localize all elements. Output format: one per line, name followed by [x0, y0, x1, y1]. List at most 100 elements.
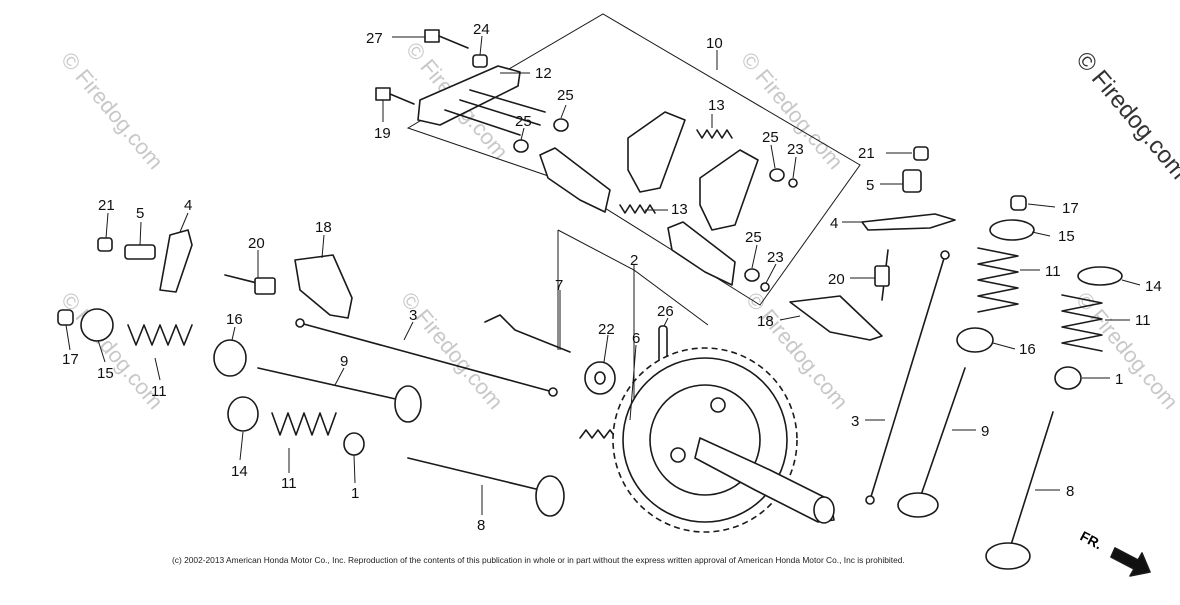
- callout-9: 9: [340, 353, 348, 370]
- callout-12: 12: [535, 65, 552, 82]
- valve-spring-11: [127, 324, 193, 346]
- callout-18: 18: [315, 219, 332, 236]
- callout-8: 8: [1066, 483, 1074, 500]
- callout-15: 15: [1058, 228, 1075, 245]
- retainer-14: [227, 396, 259, 432]
- callout-11: 11: [1135, 312, 1151, 329]
- nut-21: [97, 237, 113, 252]
- decompressor-spring-7: [484, 314, 571, 353]
- rocker-4: [159, 229, 193, 293]
- front-direction-arrow: [1110, 547, 1151, 577]
- callout-13: 13: [671, 201, 688, 218]
- bolt-5: [124, 244, 156, 260]
- retainer-16: [956, 327, 994, 353]
- callout-1: 1: [1115, 371, 1123, 388]
- bolt-27: [424, 29, 469, 49]
- callout-25: 25: [745, 229, 762, 246]
- callout-25: 25: [762, 129, 779, 146]
- callout-9: 9: [981, 423, 989, 440]
- callout-3: 3: [851, 413, 859, 430]
- callout-4: 4: [830, 215, 838, 232]
- callout-23: 23: [767, 249, 784, 266]
- callout-21: 21: [98, 197, 115, 214]
- copyright-notice: (c) 2002-2013 American Honda Motor Co., …: [172, 555, 905, 565]
- clip-23: [760, 282, 770, 292]
- retainer-15: [80, 308, 114, 342]
- bolt-5: [902, 169, 922, 193]
- rocker-arm: [699, 149, 759, 231]
- retainer-14: [1077, 266, 1123, 286]
- callout-6: 6: [632, 330, 640, 347]
- callout-19: 19: [374, 125, 391, 142]
- callout-23: 23: [787, 141, 804, 158]
- valve-spring-11: [977, 247, 1019, 313]
- nut-21: [913, 146, 929, 161]
- callout-11: 11: [151, 383, 167, 400]
- collar-24: [472, 54, 488, 68]
- retainer-16: [213, 339, 247, 377]
- callout-18: 18: [757, 313, 774, 330]
- retainer-15: [989, 219, 1035, 241]
- callout-13: 13: [708, 97, 725, 114]
- callout-11: 11: [1045, 263, 1061, 280]
- callout-17: 17: [62, 351, 79, 368]
- callout-4: 4: [184, 197, 192, 214]
- bolt-19: [375, 87, 415, 105]
- callout-14: 14: [231, 463, 248, 480]
- callout-17: 17: [1062, 200, 1079, 217]
- callout-16: 16: [1019, 341, 1036, 358]
- valve-8: [407, 457, 565, 517]
- pushrod-3: [295, 318, 558, 397]
- cap-17: [57, 309, 74, 326]
- plate-18: [789, 295, 883, 341]
- callout-2: 2: [630, 252, 638, 269]
- cap-17: [1010, 195, 1027, 211]
- watermark: © Firedog.com: [56, 47, 168, 174]
- valve-9: [257, 367, 422, 423]
- callout-15: 15: [97, 365, 114, 382]
- watermark: © Firedog.com: [1070, 47, 1180, 185]
- callout-10: 10: [706, 35, 723, 52]
- plate-18: [294, 254, 353, 319]
- rocker-assembly-outline: [406, 13, 861, 306]
- valve-9: [897, 367, 966, 518]
- callout-leaders: [65, 35, 1141, 515]
- rocker-arm: [539, 147, 611, 213]
- callout-5: 5: [866, 177, 874, 194]
- pushrod-3: [865, 250, 950, 505]
- callout-22: 22: [598, 321, 615, 338]
- rocker-arm: [667, 221, 736, 286]
- washer-25: [553, 118, 569, 132]
- callout-8: 8: [477, 517, 485, 534]
- camshaft-gear: [612, 347, 835, 533]
- callout-11: 11: [281, 475, 297, 492]
- valve-spring-11: [271, 412, 337, 436]
- washer-25: [744, 268, 760, 282]
- clip-23: [788, 178, 798, 188]
- callout-5: 5: [136, 205, 144, 222]
- callout-20: 20: [828, 271, 845, 288]
- callout-24: 24: [473, 21, 490, 38]
- cap-1: [1054, 366, 1082, 390]
- valve-8: [985, 411, 1054, 570]
- cap-1: [343, 432, 365, 456]
- stud-20: [874, 249, 890, 301]
- callout-14: 14: [1145, 278, 1162, 295]
- washer-25: [513, 139, 529, 153]
- rocker-4: [861, 213, 956, 231]
- callout-25: 25: [515, 113, 532, 130]
- callout-25: 25: [557, 87, 574, 104]
- rocker-arm: [627, 111, 686, 193]
- rocker-spring-13: [619, 204, 656, 214]
- callout-27: 27: [366, 30, 383, 47]
- stud-20: [224, 274, 276, 295]
- callout-7: 7: [555, 277, 563, 294]
- callout-16: 16: [226, 311, 243, 328]
- valve-spring-11: [1061, 294, 1103, 352]
- callout-20: 20: [248, 235, 265, 252]
- washer-25: [769, 168, 785, 182]
- callout-3: 3: [409, 307, 417, 324]
- callout-21: 21: [858, 145, 875, 162]
- callout-1: 1: [351, 485, 359, 502]
